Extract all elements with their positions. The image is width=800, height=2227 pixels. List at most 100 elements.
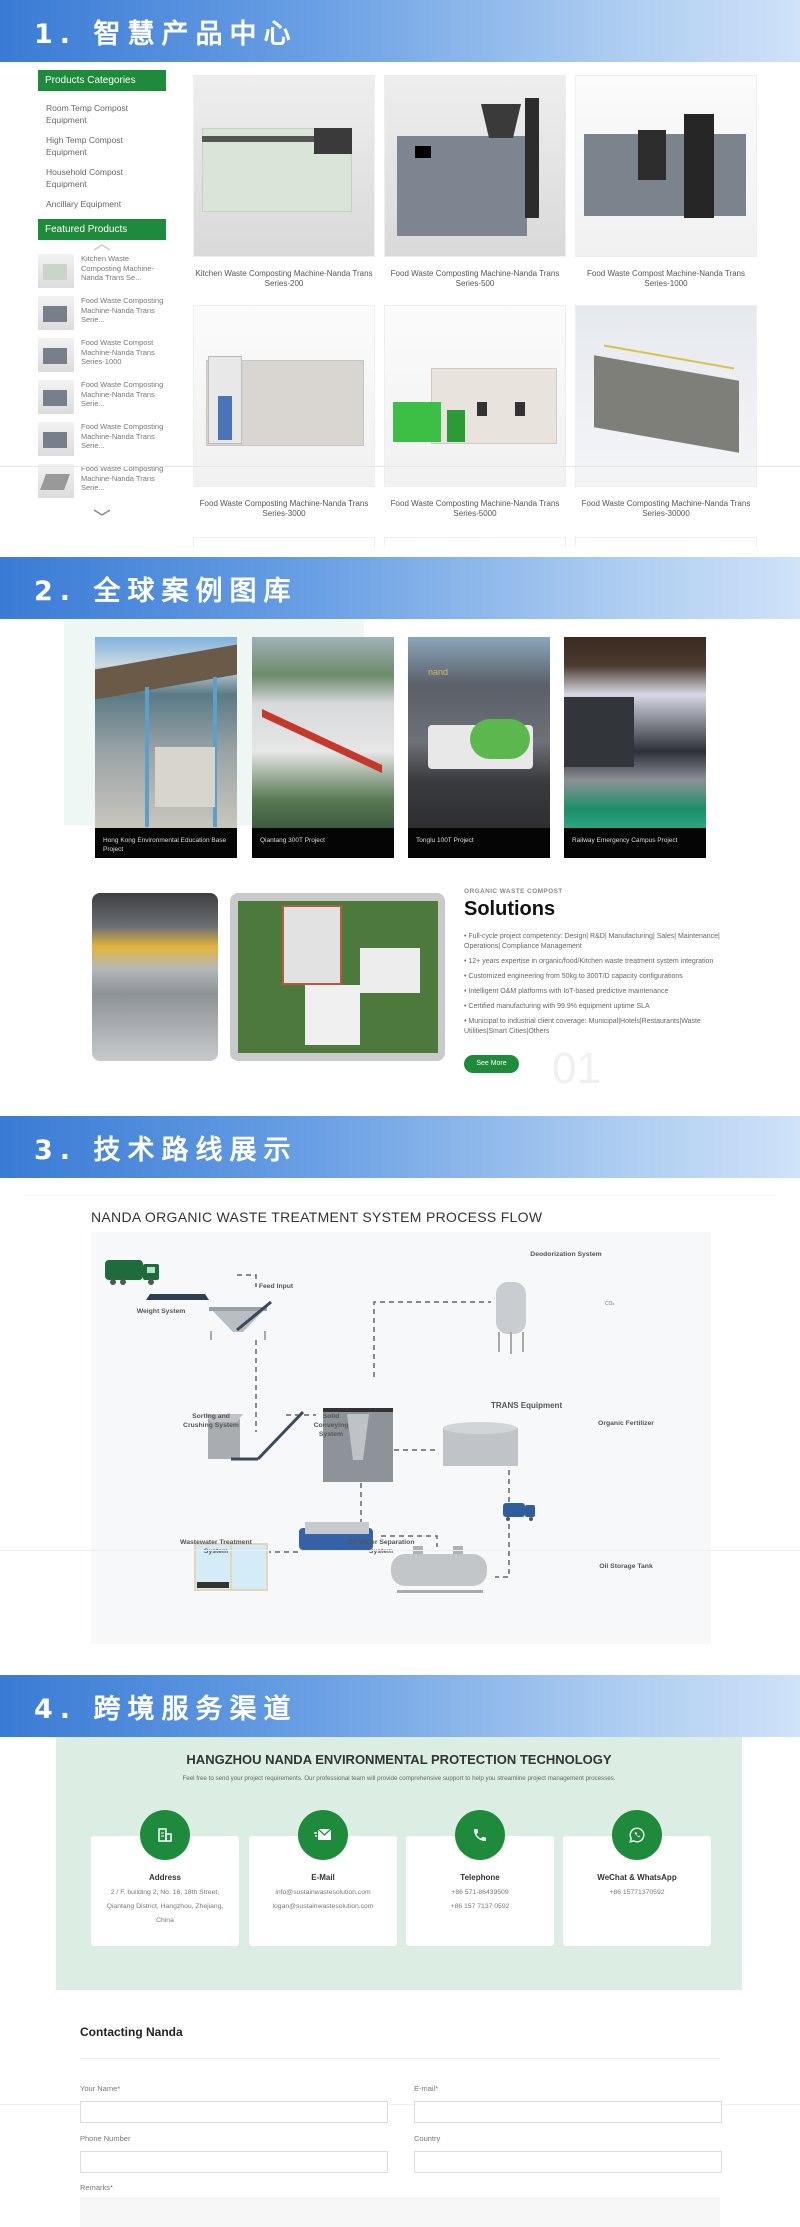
- featured-item-title: Food Waste Composting Machine-Nanda Tran…: [81, 296, 164, 324]
- solutions-bullet: • 12+ years expertise in organic/food/Ki…: [464, 958, 714, 965]
- label-weight-system: Weight System: [136, 1308, 186, 1315]
- section-header-tech: 3. 技术路线展示: [0, 1116, 800, 1178]
- product-title[interactable]: Food Waste Composting Machine-Nanda Tran…: [581, 499, 751, 518]
- slide-index: 01: [552, 1044, 601, 1093]
- category-link-household[interactable]: Household Compost Equipment: [46, 167, 124, 189]
- product-card[interactable]: Food Waste Composting Machine-Nanda Tran…: [193, 305, 375, 519]
- solutions-bullet: • Full-cycle project competency: Design|…: [464, 933, 720, 950]
- label-deodorization: Deodorization System: [530, 1251, 602, 1258]
- case-image[interactable]: [252, 637, 394, 828]
- email-link[interactable]: logan@sustainwastesolution.com: [272, 1903, 374, 1910]
- case-image[interactable]: nand: [408, 637, 550, 828]
- section-title: 3. 技术路线展示: [34, 1134, 298, 1166]
- section-title: 2. 全球案例图库: [34, 575, 298, 607]
- contact-card-telephone: Telephone +86 571-86439509 +86 157 7137 …: [406, 1836, 554, 1946]
- featured-thumbnail: [38, 422, 74, 456]
- product-image[interactable]: [193, 305, 375, 487]
- case-card[interactable]: Qiantang 300T Project: [252, 637, 394, 858]
- product-card-partial: [575, 537, 757, 547]
- featured-heading: Featured Products: [38, 219, 166, 240]
- label-oil-water-separation: Oil-Water Separation System: [347, 1539, 415, 1555]
- featured-item[interactable]: Food Waste Composting Machine-Nanda Tran…: [38, 422, 166, 464]
- label-trans-equipment: TRANS Equipment: [491, 1401, 563, 1410]
- label-wastewater: Wastewater Treatment System: [180, 1539, 252, 1555]
- solutions-list: • Full-cycle project competency: Design|…: [464, 932, 724, 1042]
- email-link[interactable]: info@sustainwastesolution.com: [275, 1889, 371, 1896]
- solutions-bullet: • Intelligent O&M platforms with IoT-bas…: [464, 988, 669, 995]
- product-title[interactable]: Kitchen Waste Composting Machine-Nanda T…: [195, 269, 373, 288]
- featured-thumbnail: [38, 338, 74, 372]
- product-title[interactable]: Food Waste Composting Machine-Nanda Tran…: [199, 499, 369, 518]
- product-card[interactable]: Food Waste Composting Machine-Nanda Tran…: [384, 305, 566, 519]
- chevron-down-icon[interactable]: [38, 506, 166, 520]
- product-card[interactable]: Food Waste Composting Machine-Nanda Tran…: [575, 305, 757, 519]
- featured-thumbnail: [38, 380, 74, 414]
- product-card[interactable]: Food Waste Composting Machine-Nanda Tran…: [384, 75, 566, 289]
- featured-item-title: Food Waste Compost Machine-Nanda Trans S…: [81, 338, 155, 366]
- product-title[interactable]: Food Waste Compost Machine-Nanda Trans S…: [587, 269, 745, 288]
- product-title[interactable]: Food Waste Composting Machine-Nanda Tran…: [390, 269, 560, 288]
- name-input[interactable]: [80, 2101, 388, 2123]
- section-title: 1. 智慧产品中心: [34, 18, 298, 50]
- solutions-bullet: • Municipal to industrial client coverag…: [464, 1018, 701, 1035]
- featured-item[interactable]: Food Waste Composting Machine-Nanda Tran…: [38, 380, 166, 422]
- country-input[interactable]: [414, 2151, 722, 2173]
- featured-item[interactable]: Kitchen Waste Composting Machine-Nanda T…: [38, 254, 166, 296]
- phone-link[interactable]: +86 157 7137 0592: [450, 1903, 510, 1910]
- category-link-room-temp[interactable]: Room Temp Compost Equipment: [46, 103, 129, 125]
- phone-link[interactable]: +86 571-86439509: [451, 1889, 509, 1896]
- product-image[interactable]: [193, 75, 375, 257]
- address-line: China: [156, 1917, 174, 1924]
- label-solid-conveying: Solid Conveying System: [313, 1413, 349, 1438]
- case-image[interactable]: [564, 637, 706, 828]
- card-value: +86 571-86439509 +86 157 7137 0592: [406, 1886, 554, 1914]
- phone-input[interactable]: [80, 2151, 388, 2173]
- featured-thumbnail: [38, 464, 74, 498]
- name-label: Your Name*: [80, 2084, 121, 2093]
- product-card[interactable]: Kitchen Waste Composting Machine-Nanda T…: [193, 75, 375, 289]
- product-card-partial: [384, 537, 566, 547]
- form-title: Contacting Nanda: [80, 2025, 183, 2039]
- label-organic-fertilizer: Organic Fertilizer: [598, 1420, 654, 1427]
- case-card[interactable]: nand Tonglu 100T Project: [408, 637, 550, 858]
- section-title: 4. 跨境服务渠道: [34, 1693, 298, 1725]
- product-title[interactable]: Food Waste Composting Machine-Nanda Tran…: [390, 499, 560, 518]
- featured-thumbnail: [38, 296, 74, 330]
- product-card[interactable]: Food Waste Compost Machine-Nanda Trans S…: [575, 75, 757, 289]
- featured-item-title: Food Waste Composting Machine-Nanda Tran…: [81, 464, 164, 492]
- featured-item-title: Food Waste Composting Machine-Nanda Tran…: [81, 380, 164, 408]
- featured-item[interactable]: Food Waste Composting Machine-Nanda Tran…: [38, 464, 166, 506]
- whatsapp-number[interactable]: +86 15771370592: [609, 1889, 665, 1896]
- product-card-partial: [193, 537, 375, 547]
- product-image[interactable]: [384, 305, 566, 487]
- case-image[interactable]: [95, 637, 237, 828]
- process-flow-title: NANDA ORGANIC WASTE TREATMENT SYSTEM PRO…: [91, 1209, 543, 1225]
- featured-item[interactable]: Food Waste Compost Machine-Nanda Trans S…: [38, 338, 166, 380]
- form-divider: [80, 2058, 720, 2059]
- address-line: Qiantang District, Hangzhou, Zhejiang,: [106, 1903, 224, 1910]
- country-label: Country: [414, 2134, 441, 2143]
- product-image[interactable]: [384, 75, 566, 257]
- label-feed-input: Feed Input: [258, 1283, 294, 1290]
- case-card[interactable]: Railway Emergency Campus Project: [564, 637, 706, 858]
- featured-item-title: Food Waste Composting Machine-Nanda Tran…: [81, 422, 164, 450]
- section-header-products: 1. 智慧产品中心: [0, 0, 800, 62]
- factory-interior-image: [92, 893, 218, 1061]
- email-input[interactable]: [414, 2101, 722, 2123]
- card-title: Telephone: [460, 1873, 500, 1882]
- divider: [0, 1550, 800, 1551]
- product-image[interactable]: [575, 75, 757, 257]
- category-link-ancillary[interactable]: Ancillary Equipment: [46, 199, 122, 209]
- category-link-high-temp[interactable]: High Temp Compost Equipment: [46, 135, 123, 157]
- featured-item[interactable]: Food Waste Composting Machine-Nanda Tran…: [38, 296, 166, 338]
- solutions-title: Solutions: [464, 898, 556, 920]
- card-value: 2 / F, building 2, No. 16, 18th Street, …: [91, 1886, 239, 1928]
- remarks-textarea[interactable]: [80, 2197, 720, 2227]
- see-more-button[interactable]: See More: [464, 1055, 519, 1073]
- case-card[interactable]: Hong Kong Environmental Education Base P…: [95, 637, 237, 858]
- featured-thumbnail: [38, 254, 74, 288]
- divider: [0, 2104, 800, 2105]
- chevron-up-icon[interactable]: [38, 240, 166, 254]
- plant-layout-image: [230, 893, 445, 1061]
- product-image[interactable]: [575, 305, 757, 487]
